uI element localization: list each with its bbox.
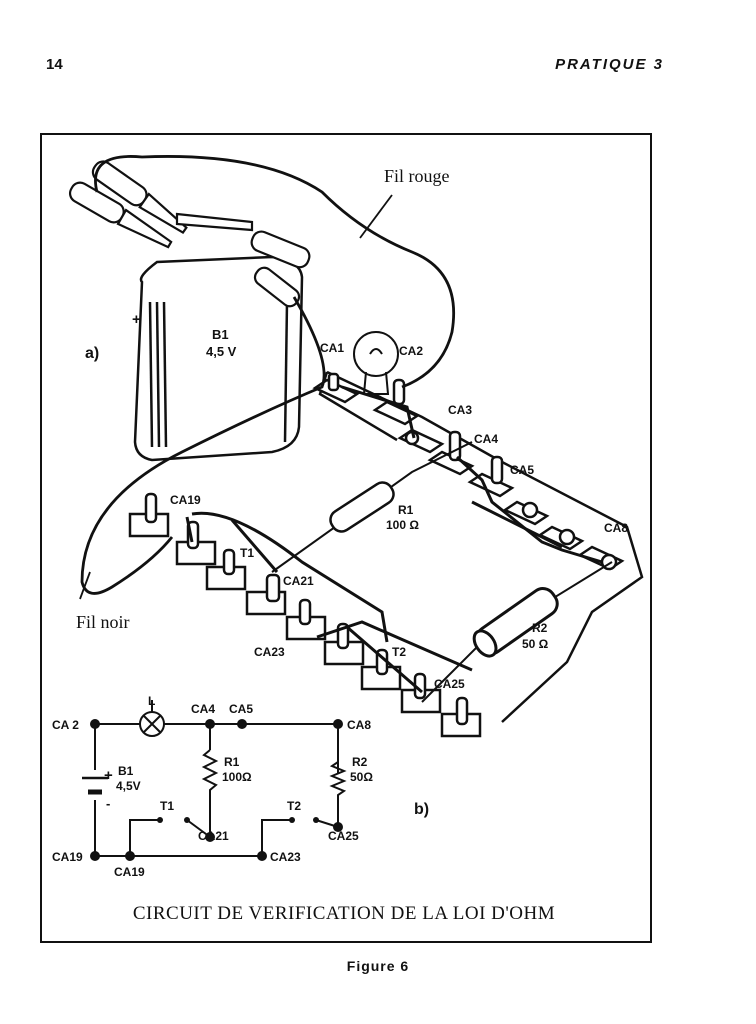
sch-r1-value: 100Ω: [222, 770, 252, 784]
black-wire-label: Fil noir: [76, 612, 130, 632]
terminal-ca2: [372, 378, 420, 426]
battery-name-label: B1: [212, 327, 229, 342]
terminal-ca20: [175, 520, 217, 566]
label-ca1: CA1: [320, 341, 344, 355]
figure-caption: Figure 6: [346, 958, 410, 974]
sch-ca19-bottom: CA19: [114, 865, 145, 879]
sch-label-ca5: CA5: [229, 702, 253, 716]
page-number: 14: [46, 56, 63, 73]
red-wire-pointer: [359, 194, 393, 239]
sch-battery-name: B1: [118, 764, 134, 778]
sch-ca25: CA25: [328, 829, 359, 843]
terminal-ca7: [537, 525, 585, 551]
label-r1-name: R1: [398, 503, 414, 517]
terminal-t1: [205, 548, 247, 591]
red-wire: [94, 155, 456, 389]
sch-label-ca4: CA4: [191, 702, 215, 716]
part-a-label: a): [85, 345, 99, 362]
label-ca25: CA25: [434, 677, 465, 691]
figure-title: CIRCUIT DE VERIFICATION DE LA LOI D'OHM: [133, 903, 555, 924]
alligator-clips: [68, 160, 311, 308]
label-ca8: CA8: [604, 521, 628, 535]
label-ca23: CA23: [254, 645, 285, 659]
terminal-ca23: [323, 622, 365, 666]
figure-frame: Fil rouge Fil noir a) + B1 4,5 V CA1 CA2…: [40, 133, 652, 943]
sch-r1-name: R1: [224, 755, 240, 769]
sch-ca19-left: CA19: [52, 850, 83, 864]
terminal-ca3: [397, 428, 445, 454]
terminal-ca22: [285, 598, 327, 641]
sch-t1: T1: [160, 799, 174, 813]
label-ca2: CA2: [399, 344, 423, 358]
lamp-icon: [139, 700, 165, 737]
label-ca21: CA21: [283, 574, 314, 588]
sch-t2: T2: [287, 799, 301, 813]
label-ca19: CA19: [170, 493, 201, 507]
battery-voltage-label: 4,5 V: [206, 344, 237, 359]
r2-zigzag: [329, 761, 347, 798]
label-r1-value: 100 Ω: [386, 518, 419, 532]
sch-battery-minus: -: [106, 796, 110, 811]
terminal-t2: [360, 648, 402, 691]
terminal-ca5: [467, 455, 515, 498]
terminal-ca6: [502, 500, 550, 526]
schematic-nodes: [90, 719, 343, 861]
black-wire-pointer: [79, 571, 91, 600]
label-ca5: CA5: [510, 463, 534, 477]
red-wire-label: Fil rouge: [384, 166, 450, 186]
sch-ca23: CA23: [270, 850, 301, 864]
running-title: PRATIQUE 3: [555, 56, 664, 73]
terminal-ca26: [440, 696, 482, 738]
label-ca3: CA3: [448, 403, 472, 417]
battery-b1: [133, 255, 304, 462]
terminal-ca21: [245, 573, 287, 616]
sch-r2-value: 50Ω: [350, 770, 373, 784]
label-ca4: CA4: [474, 432, 498, 446]
part-b-label: b): [414, 801, 429, 818]
label-t1: T1: [240, 546, 254, 560]
bulb-icon: [353, 331, 399, 395]
label-r2-value: 50 Ω: [522, 637, 549, 651]
battery-symbol-icon: [82, 776, 108, 795]
battery-plus-label: +: [132, 311, 141, 328]
resistor-r1-component: [271, 441, 473, 573]
sch-battery-voltage: 4,5V: [116, 779, 141, 793]
resistor-r2-component: [421, 561, 613, 703]
label-r2-name: R2: [532, 621, 548, 635]
sch-label-ca2: CA 2: [52, 718, 79, 732]
sch-r2-name: R2: [352, 755, 368, 769]
sch-battery-plus: +: [104, 767, 113, 784]
r1-zigzag: [201, 749, 219, 794]
black-wire: [80, 296, 326, 595]
label-t2: T2: [392, 645, 406, 659]
sch-ca21: CA21: [198, 829, 229, 843]
terminal-ca19: [128, 492, 170, 538]
sch-label-ca8: CA8: [347, 718, 371, 732]
circuit-diagram: Fil rouge Fil noir a) + B1 4,5 V CA1 CA2…: [52, 155, 644, 924]
sch-label-lamp: L: [148, 694, 155, 708]
